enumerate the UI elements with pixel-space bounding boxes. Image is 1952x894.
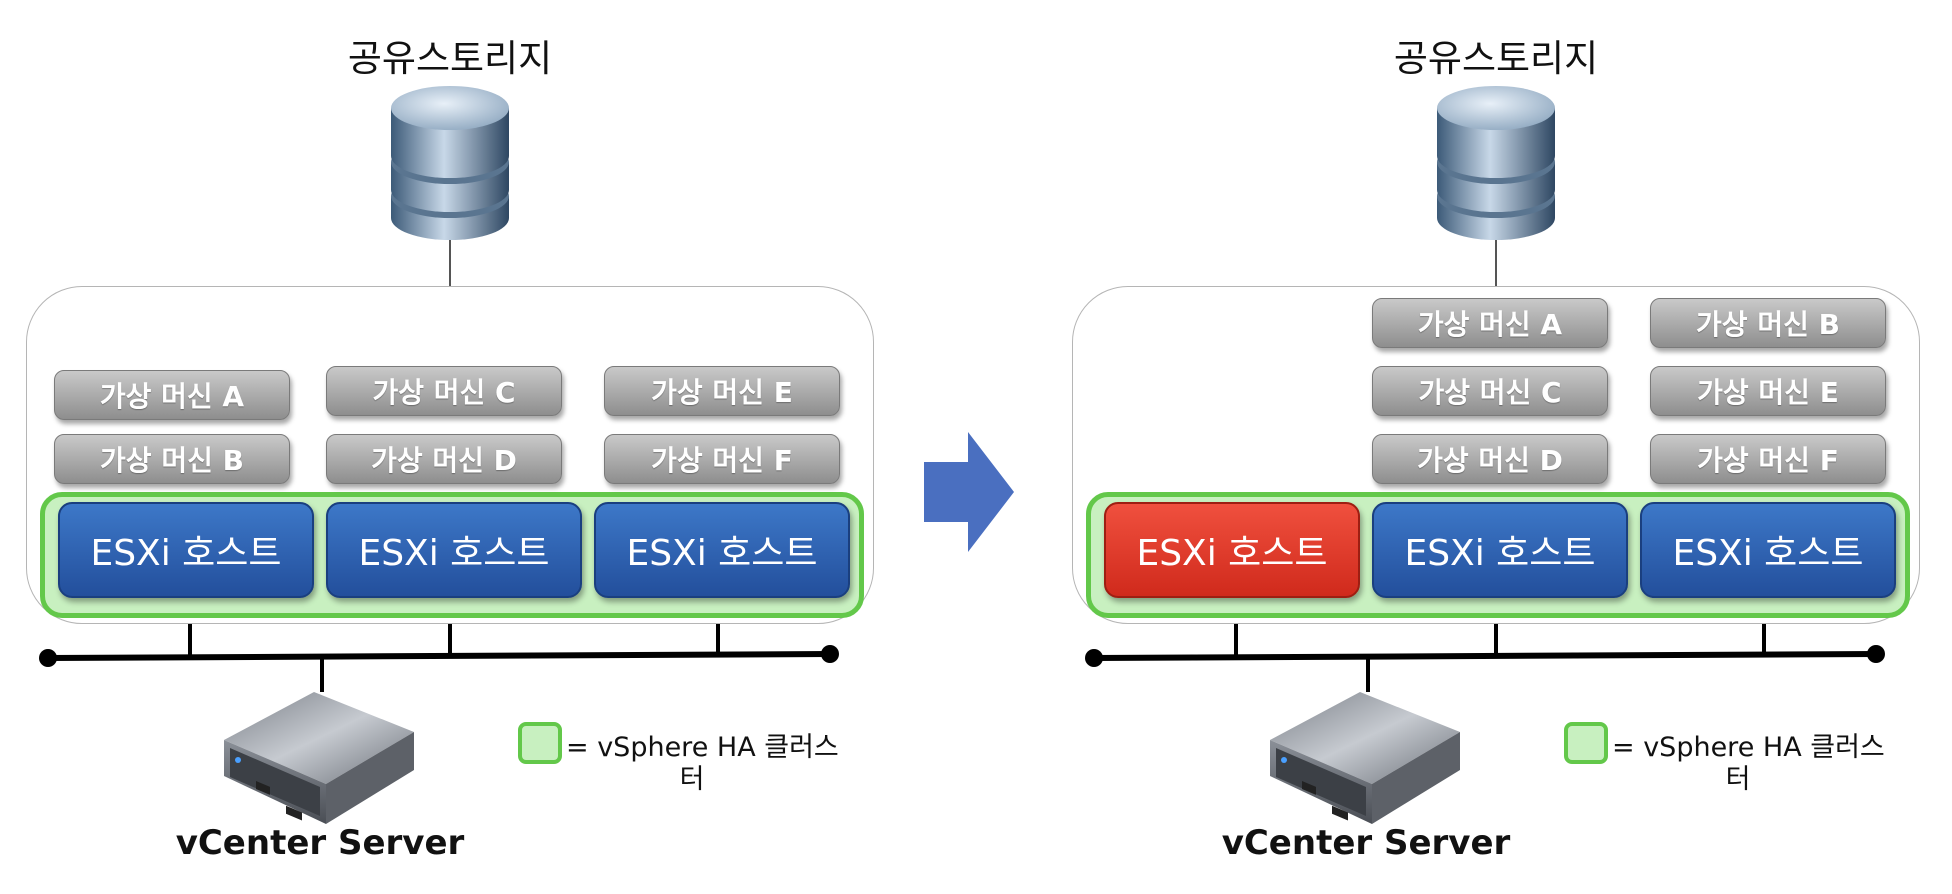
vm-b: 가상 머신 B: [1650, 298, 1886, 348]
legend-line-1: = vSphere HA 클러스: [566, 732, 839, 763]
legend-text: = vSphere HA 클러스 터: [1612, 732, 1902, 796]
esxi-host-3: ESXi 호스트: [1640, 502, 1896, 598]
shared-storage-label: 공유스토리지: [347, 37, 553, 80]
esxi-host-3: ESXi 호스트: [594, 502, 850, 598]
server-icon: [224, 692, 414, 824]
vm-a: 가상 머신 A: [1372, 298, 1608, 348]
vm-f: 가상 머신 F: [604, 434, 840, 484]
vm-d: 가상 머신 D: [1372, 434, 1608, 484]
vcenter-server-label: vCenter Server: [1221, 823, 1511, 863]
vm-c: 가상 머신 C: [326, 366, 562, 416]
esxi-host-2: ESXi 호스트: [1372, 502, 1628, 598]
legend-line-1: = vSphere HA 클러스: [1612, 732, 1885, 763]
vm-a: 가상 머신 A: [54, 370, 290, 420]
vm-e: 가상 머신 E: [604, 366, 840, 416]
legend-line-2: 터: [679, 764, 705, 795]
network-wires: [1085, 240, 1885, 692]
vm-b: 가상 머신 B: [54, 434, 290, 484]
esxi-host-1: ESXi 호스트: [58, 502, 314, 598]
database-cylinder-icon: [391, 86, 509, 240]
shared-storage-label: 공유스토리지: [1393, 37, 1599, 80]
database-cylinder-icon: [1437, 86, 1555, 240]
esxi-host-2: ESXi 호스트: [326, 502, 582, 598]
server-icon: [1270, 692, 1460, 824]
right-arrow-icon: [924, 432, 1014, 552]
vm-f: 가상 머신 F: [1650, 434, 1886, 484]
vm-c: 가상 머신 C: [1372, 366, 1608, 416]
legend-line-2: 터: [1725, 764, 1751, 795]
vm-e: 가상 머신 E: [1650, 366, 1886, 416]
vm-d: 가상 머신 D: [326, 434, 562, 484]
panel-after-failure: 공유스토리지 가상 머신 A 가상 머신 B: [1046, 0, 1946, 894]
panel-before-failure: 공유스토리지 가상 머신 A 가상 머신 B: [0, 0, 900, 894]
legend-text: = vSphere HA 클러스 터: [566, 732, 856, 796]
vcenter-server-label: vCenter Server: [175, 823, 465, 863]
legend-cluster-swatch: [1564, 722, 1608, 764]
legend-cluster-swatch: [518, 722, 562, 764]
esxi-host-1-failed: ESXi 호스트: [1104, 502, 1360, 598]
